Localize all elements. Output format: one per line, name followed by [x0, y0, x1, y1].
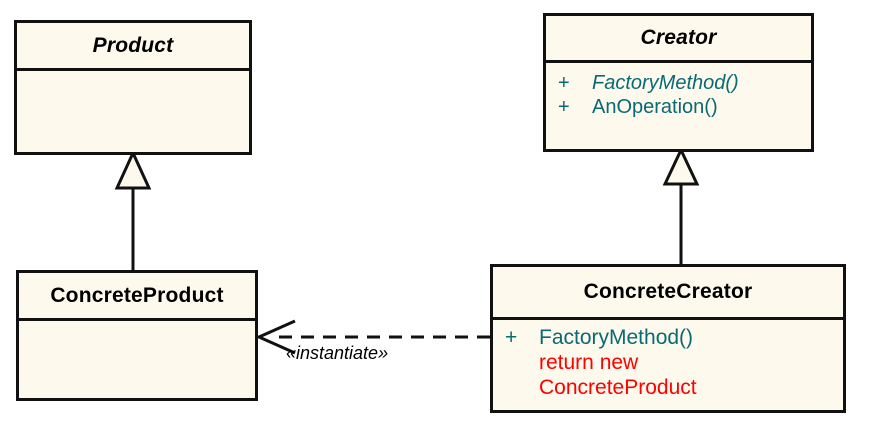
member-signature: FactoryMethod()	[539, 326, 694, 349]
member-visibility: +	[558, 95, 570, 118]
member-visibility: +	[558, 72, 570, 94]
class-name-compartment-creator: Creator	[546, 16, 811, 60]
class-members-compartment-product	[17, 68, 249, 152]
member-signature: FactoryMethod()	[592, 72, 739, 94]
generalization-concretecreator-to-creator	[662, 146, 700, 264]
class-member-row: + FactoryMethod()	[505, 326, 843, 351]
class-members-compartment-creator: + FactoryMethod() + AnOperation()	[546, 60, 811, 149]
class-name-compartment-product: Product	[17, 23, 249, 68]
member-visibility: +	[505, 326, 518, 349]
class-box-concreteproduct[interactable]: ConcreteProduct	[16, 270, 258, 401]
generalization-arrowhead-creator	[662, 146, 700, 186]
generalization-arrowhead-product	[114, 149, 152, 190]
class-member-row: + AnOperation()	[558, 96, 811, 120]
class-member-row: + FactoryMethod()	[558, 72, 811, 96]
member-note-line: return new	[539, 350, 639, 374]
class-name-compartment-concreteproduct: ConcreteProduct	[19, 273, 255, 318]
class-title-concreteproduct: ConcreteProduct	[50, 283, 224, 307]
class-title-product: Product	[92, 33, 174, 57]
member-note-line: ConcreteProduct	[539, 375, 697, 399]
dependency-label-instantiate: «instantiate»	[286, 343, 389, 363]
class-box-creator[interactable]: Creator + FactoryMethod() + AnOperation(…	[543, 13, 814, 152]
member-signature: AnOperation()	[592, 95, 718, 118]
class-members-compartment-concretecreator: + FactoryMethod() return new ConcretePro…	[493, 317, 843, 410]
class-title-concretecreator: ConcreteCreator	[583, 280, 753, 303]
class-box-product[interactable]: Product	[14, 20, 252, 155]
generalization-concreteproduct-to-product	[114, 149, 152, 270]
class-members-compartment-concreteproduct	[19, 318, 255, 398]
class-name-compartment-concretecreator: ConcreteCreator	[493, 267, 843, 317]
class-title-creator: Creator	[640, 26, 717, 49]
class-box-concretecreator[interactable]: ConcreteCreator + FactoryMethod() return…	[490, 264, 846, 413]
